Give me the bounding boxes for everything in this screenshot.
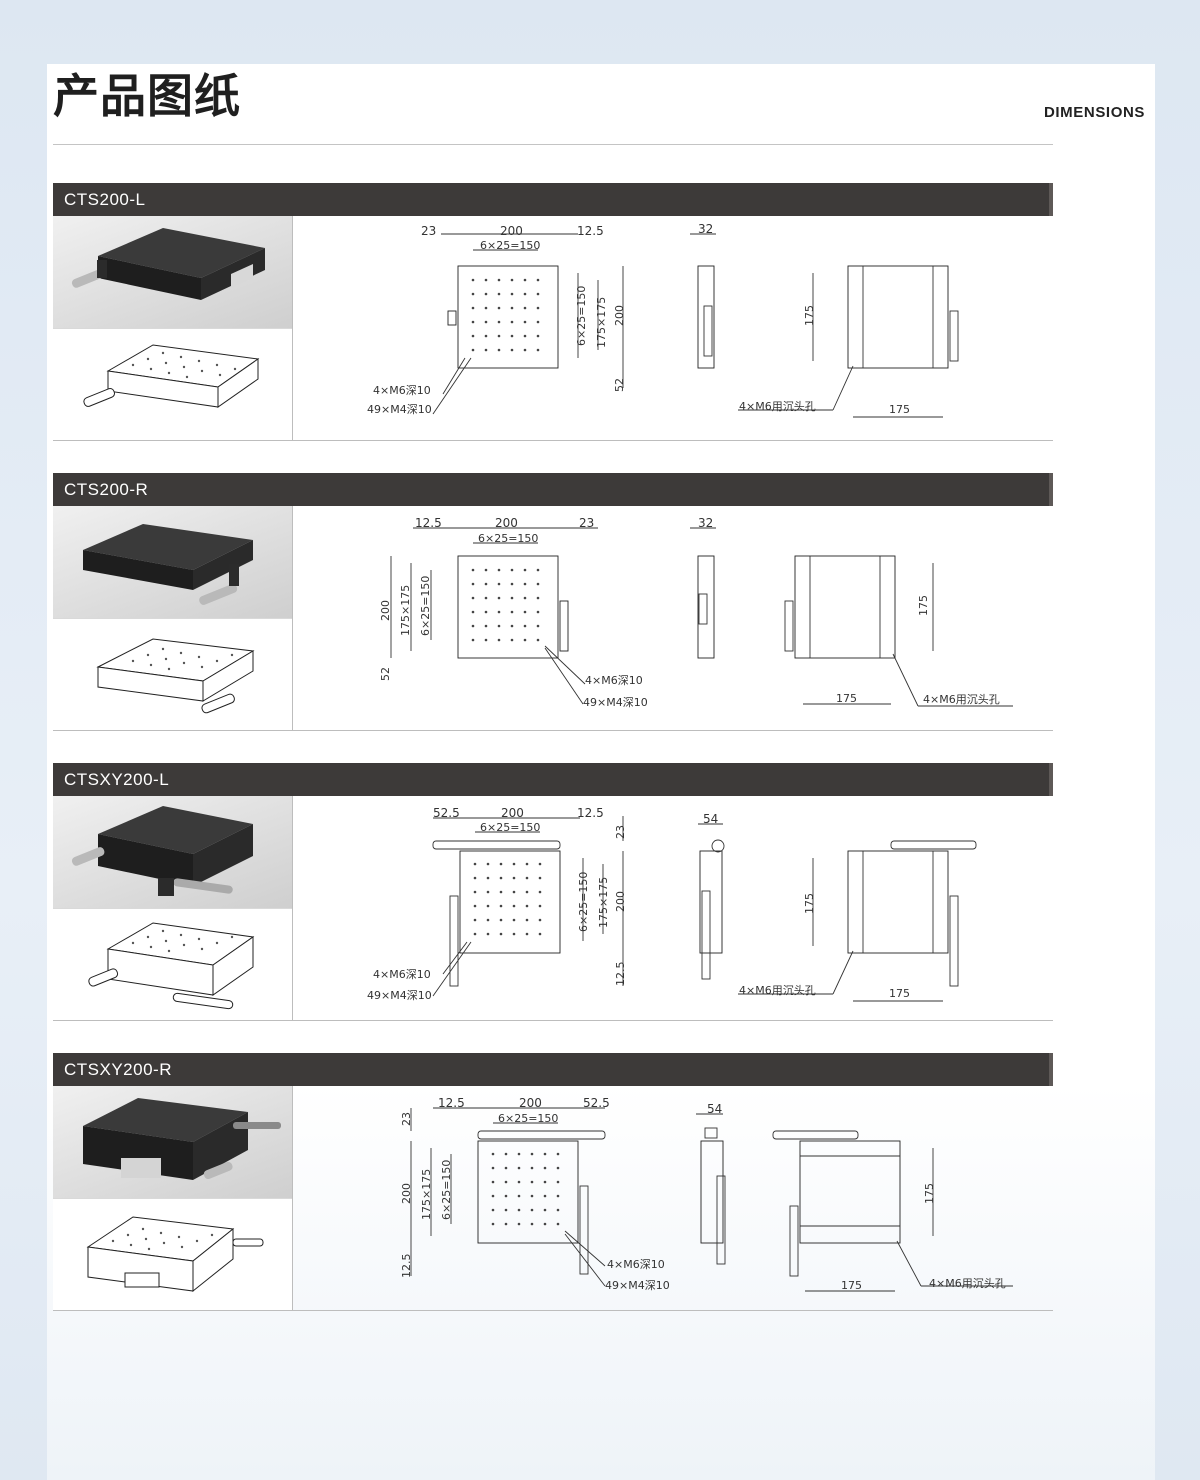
svg-text:6×25=150: 6×25=150 <box>440 1160 453 1220</box>
svg-text:175: 175 <box>917 595 930 616</box>
svg-text:12.5: 12.5 <box>614 962 627 987</box>
product-line-drawing-image <box>53 1198 292 1311</box>
section-title: CTSXY200-L <box>64 770 170 789</box>
section-title: CTSXY200-R <box>64 1060 172 1079</box>
bar-accent <box>1049 763 1053 796</box>
svg-text:49×M4深10: 49×M4深10 <box>367 989 432 1002</box>
page-title: 产品图纸 <box>53 69 241 123</box>
product-line-drawing-image <box>53 618 292 731</box>
svg-text:4×M6用沉头孔: 4×M6用沉头孔 <box>929 1277 1006 1290</box>
svg-text:200: 200 <box>501 806 524 820</box>
dimension-drawing: 23 200 12.5 6×25=150 4×M6深10 49×M4深10 52… <box>293 216 1053 440</box>
section-title-bar: CTS200-L <box>53 183 1053 216</box>
svg-text:23: 23 <box>579 516 594 530</box>
svg-text:175×175: 175×175 <box>597 877 610 928</box>
section-cts200-r: CTS200-R <box>53 473 1053 732</box>
svg-text:175: 175 <box>836 692 857 705</box>
svg-text:4×M6深10: 4×M6深10 <box>373 968 431 981</box>
svg-text:4×M6用沉头孔: 4×M6用沉头孔 <box>923 693 1000 706</box>
svg-text:6×25=150: 6×25=150 <box>575 286 588 346</box>
bar-accent <box>1049 183 1053 216</box>
section-bottom-rule <box>53 730 1053 731</box>
svg-text:32: 32 <box>698 222 713 236</box>
product-render-image <box>53 1086 292 1198</box>
svg-text:54: 54 <box>703 812 718 826</box>
column-divider <box>292 1086 293 1310</box>
svg-text:6×25=150: 6×25=150 <box>480 821 540 834</box>
section-bottom-rule <box>53 1310 1053 1311</box>
section-title-bar: CTSXY200-R <box>53 1053 1053 1086</box>
svg-text:200: 200 <box>379 600 392 621</box>
svg-text:23: 23 <box>421 224 436 238</box>
svg-text:52: 52 <box>613 378 626 392</box>
bar-accent <box>1049 1053 1053 1086</box>
dimension-drawing: 12.5 200 52.5 6×25=150 23 200 175×175 6×… <box>293 1086 1053 1310</box>
svg-text:6×25=150: 6×25=150 <box>478 532 538 545</box>
svg-text:200: 200 <box>613 305 626 326</box>
svg-text:49×M4深10: 49×M4深10 <box>583 696 648 709</box>
svg-text:175: 175 <box>923 1183 936 1204</box>
svg-text:12.5: 12.5 <box>577 806 604 820</box>
product-line-drawing-image <box>53 908 292 1021</box>
svg-text:175: 175 <box>889 403 910 416</box>
section-ctsxy200-r: CTSXY200-R <box>53 1053 1053 1312</box>
svg-text:52.5: 52.5 <box>433 806 460 820</box>
svg-text:23: 23 <box>400 1112 413 1126</box>
svg-text:200: 200 <box>500 224 523 238</box>
svg-text:6×25=150: 6×25=150 <box>480 239 540 252</box>
svg-text:12.5: 12.5 <box>577 224 604 238</box>
svg-text:23: 23 <box>614 825 627 839</box>
svg-text:12.5: 12.5 <box>415 516 442 530</box>
svg-text:4×M6深10: 4×M6深10 <box>607 1258 665 1271</box>
hole-grid <box>471 278 540 352</box>
section-title: CTS200-R <box>64 480 149 499</box>
bar-accent <box>1049 473 1053 506</box>
svg-text:6×25=150: 6×25=150 <box>498 1112 558 1125</box>
svg-text:54: 54 <box>707 1102 722 1116</box>
section-bottom-rule <box>53 440 1053 441</box>
product-line-drawing-image <box>53 328 292 441</box>
section-bottom-rule <box>53 1020 1053 1021</box>
section-cts200-l: CTS200-L <box>53 183 1053 442</box>
svg-text:175: 175 <box>841 1279 862 1292</box>
column-divider <box>292 506 293 730</box>
svg-text:175×175: 175×175 <box>420 1169 433 1220</box>
svg-text:175: 175 <box>803 305 816 326</box>
svg-text:52: 52 <box>379 667 392 681</box>
section-title: CTS200-L <box>64 190 146 209</box>
svg-text:4×M6用沉头孔: 4×M6用沉头孔 <box>739 400 816 413</box>
svg-text:12.5: 12.5 <box>438 1096 465 1110</box>
svg-text:200: 200 <box>614 891 627 912</box>
dimension-drawing: 12.5 200 23 6×25=150 200 175×175 6×25=15… <box>293 506 1053 730</box>
section-title-bar: CTS200-R <box>53 473 1053 506</box>
svg-text:175×175: 175×175 <box>595 297 608 348</box>
product-render-image <box>53 506 292 618</box>
svg-text:200: 200 <box>400 1183 413 1204</box>
svg-text:175: 175 <box>889 987 910 1000</box>
svg-text:4×M6深10: 4×M6深10 <box>373 384 431 397</box>
svg-text:49×M4深10: 49×M4深10 <box>367 403 432 416</box>
svg-text:49×M4深10: 49×M4深10 <box>605 1279 670 1292</box>
product-render-image <box>53 796 292 908</box>
header-divider <box>53 144 1053 145</box>
svg-text:12.5: 12.5 <box>400 1254 413 1279</box>
svg-text:4×M6深10: 4×M6深10 <box>585 674 643 687</box>
svg-text:175: 175 <box>803 893 816 914</box>
svg-text:4×M6用沉头孔: 4×M6用沉头孔 <box>739 984 816 997</box>
column-divider <box>292 796 293 1020</box>
product-render-image <box>53 216 292 328</box>
section-title-bar: CTSXY200-L <box>53 763 1053 796</box>
svg-text:52.5: 52.5 <box>583 1096 610 1110</box>
section-ctsxy200-l: CTSXY200-L <box>53 763 1053 1022</box>
page-subtitle: DIMENSIONS <box>1043 104 1145 121</box>
svg-text:6×25=150: 6×25=150 <box>419 576 432 636</box>
dimension-drawing: 52.5 200 12.5 6×25=150 23 200 175×175 6×… <box>293 796 1053 1020</box>
svg-text:200: 200 <box>519 1096 542 1110</box>
svg-text:200: 200 <box>495 516 518 530</box>
svg-text:6×25=150: 6×25=150 <box>577 872 590 932</box>
svg-text:175×175: 175×175 <box>399 585 412 636</box>
svg-text:32: 32 <box>698 516 713 530</box>
column-divider <box>292 216 293 440</box>
